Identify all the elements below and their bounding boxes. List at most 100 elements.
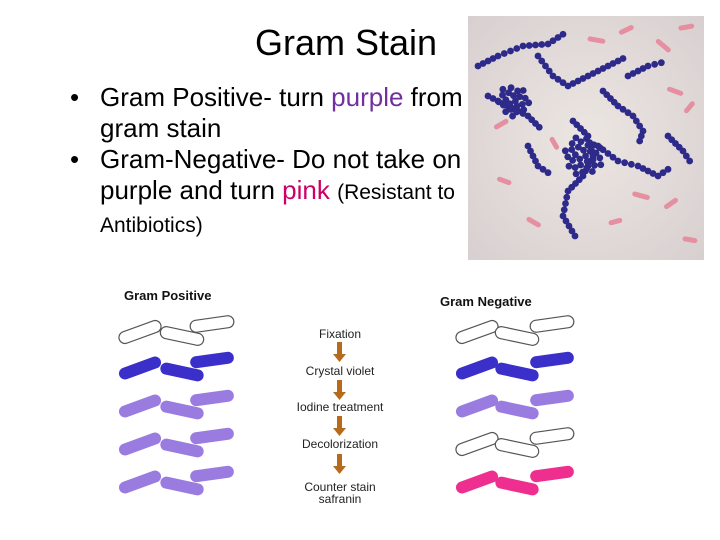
bacterium-cell	[118, 470, 162, 494]
coccus-cell	[500, 50, 508, 57]
gram-negative-cells	[455, 315, 575, 496]
rod-cell	[526, 216, 541, 228]
rod-cell	[632, 191, 650, 200]
coccus-cell	[574, 143, 582, 151]
coccus-cell	[571, 151, 579, 159]
coccus-cell	[597, 161, 605, 169]
coccus-cell	[564, 187, 572, 195]
bullet-dot: •	[70, 144, 80, 174]
bacterium-cell	[159, 326, 205, 346]
coccus-cell	[513, 45, 521, 52]
coccus-cell	[686, 157, 694, 165]
purple-word: purple	[331, 82, 404, 112]
coccus-cell	[586, 147, 594, 155]
bacterium-cell	[160, 476, 204, 496]
bacterium-cell	[494, 438, 540, 458]
coccus-cell	[534, 162, 542, 170]
step-iodine: Iodine treatment	[296, 400, 384, 414]
coccus-cell	[560, 206, 568, 214]
coccus-cell	[565, 222, 573, 230]
coccus-cell	[507, 106, 515, 113]
bullet-text: Gram-Negative- Do not take on purple and…	[100, 144, 462, 205]
bacterium-cell	[495, 362, 539, 382]
coccus-cell	[519, 42, 527, 50]
coccus-cell	[679, 147, 687, 155]
coccus-cell	[525, 99, 533, 107]
coccus-cell	[568, 146, 576, 154]
bullet-gram-positive: • Gram Positive- turn purple from gram s…	[70, 82, 470, 144]
coccus-cell	[577, 138, 585, 146]
coccus-cell	[627, 160, 635, 168]
step-safranin: safranin	[318, 492, 362, 506]
coccus-cell	[538, 41, 546, 48]
coccus-cell	[572, 170, 580, 178]
gram-stain-procedure-diagram: Gram Positive Gram Negative Fixation Cry…	[100, 284, 600, 506]
coccus-cell	[507, 47, 514, 55]
gram-positive-label: Gram Positive	[124, 288, 212, 303]
bacterium-cell	[530, 389, 574, 407]
slide-title: Gram Stain	[255, 22, 438, 63]
coccus-cell	[580, 146, 587, 154]
step-counter-stain: Counter stain	[304, 480, 376, 494]
coccus-cell	[559, 212, 567, 220]
coccus-cell	[509, 112, 516, 120]
bacterium-cell	[190, 351, 234, 369]
coccus-cell	[591, 161, 598, 169]
coccus-cell	[596, 154, 604, 162]
coccus-cell	[664, 165, 672, 173]
coccus-cell	[624, 109, 632, 117]
coccus-cell	[549, 37, 557, 45]
coccus-cell	[614, 102, 622, 110]
coccus-cell	[562, 200, 569, 207]
coccus-cell	[569, 156, 577, 164]
coccus-cell	[588, 168, 596, 175]
coccus-cell	[538, 57, 546, 65]
gram-positive-cells	[118, 315, 235, 496]
bullet-gram-negative: • Gram-Negative- Do not take on purple a…	[70, 144, 470, 241]
coccus-cell	[563, 193, 571, 201]
coccus-cell	[592, 149, 600, 157]
bacterium-cell	[118, 356, 162, 380]
rod-cell	[587, 36, 606, 44]
coccus-cell	[544, 40, 552, 48]
coccus-cell	[619, 55, 627, 62]
pink-word: pink	[282, 175, 330, 205]
rod-cell	[493, 118, 509, 130]
bacterium-cell	[190, 427, 234, 445]
bacterium-cell	[118, 432, 162, 456]
bullet-note: (Resistant to Antibiotics)	[100, 181, 455, 237]
coccus-cell	[513, 102, 521, 110]
coccus-cell	[619, 105, 627, 113]
coccus-cell	[599, 146, 607, 154]
coccus-cell	[654, 172, 662, 180]
bullet-text: Gram Positive- turn	[100, 82, 332, 112]
step-fixation: Fixation	[318, 327, 362, 341]
coccus-cell	[525, 42, 533, 49]
coccus-cell	[549, 72, 557, 80]
step-arrows	[333, 342, 346, 474]
coccus-cell	[559, 79, 567, 87]
coccus-cell	[532, 41, 539, 49]
coccus-cell	[644, 62, 652, 70]
bacterium-cell	[160, 438, 204, 458]
coccus-cell	[589, 156, 597, 163]
rod-cell	[663, 197, 678, 210]
coccus-cell	[657, 59, 665, 67]
coccus-cell	[518, 100, 526, 108]
bacterium-cell	[118, 319, 162, 345]
coccus-cell	[594, 142, 602, 150]
coccus-cell	[568, 227, 576, 235]
bacterium-cell	[530, 465, 574, 483]
coccus-cell	[544, 169, 552, 177]
bacterium-cell	[118, 394, 162, 418]
coccus-cell	[629, 112, 637, 120]
coccus-cell	[577, 161, 585, 169]
coccus-cell	[583, 164, 591, 172]
coccus-cell	[559, 30, 567, 38]
coccus-cell	[659, 169, 667, 177]
coccus-cell	[534, 52, 542, 60]
rod-cell	[684, 101, 695, 114]
coccus-cell	[562, 217, 570, 225]
coccus-cell	[539, 165, 547, 173]
rod-cell	[608, 217, 623, 226]
